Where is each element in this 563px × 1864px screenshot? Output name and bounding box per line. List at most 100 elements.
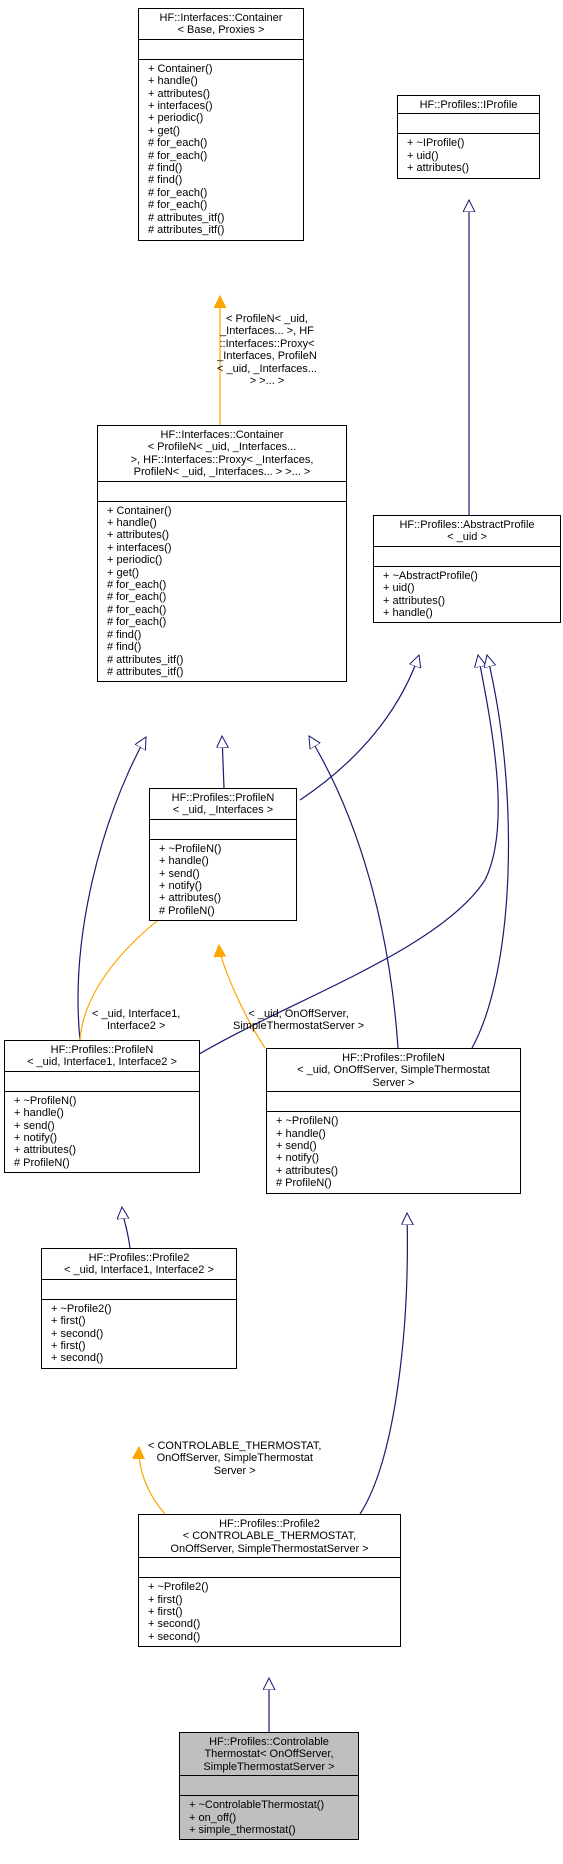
method: + send() [276,1140,317,1153]
edge-label-line: _Interfaces... >, HF [220,325,314,338]
class-name: HF::Profiles::Profile2 < _uid, Interface… [42,1249,236,1279]
class-name-line: Server > [372,1076,415,1089]
class-box-abstractprofile[interactable]: HF::Profiles::AbstractProfile < _uid > +… [373,515,561,624]
edge-profile2-thermo-template [139,1447,166,1515]
edge-label-line: < _uid, _Interfaces... [217,362,317,375]
method: + ~Profile2() [148,1581,209,1594]
class-box-profilen-i1i2[interactable]: HF::Profiles::ProfileN < _uid, Interface… [4,1040,200,1174]
edge-label-line: < _uid, OnOffServer, [248,1008,349,1020]
method: # for_each() [107,579,167,592]
methods-section: + ~ProfileN() + handle() + send() + noti… [5,1090,199,1172]
method: # ProfileN() [159,904,215,917]
edge-profilen-onoff-template [219,945,266,1049]
attributes-section [5,1070,199,1091]
edge-label-line: Interface2 > [106,1020,166,1033]
attributes-section [42,1278,236,1299]
class-box-profilen-onoff[interactable]: HF::Profiles::ProfileN < _uid, OnOffServ… [266,1048,521,1194]
method: # for_each() [107,603,167,616]
class-name-line: HF::Profiles::ProfileN [171,792,275,804]
method: # for_each() [107,591,167,604]
edge-profilen-onoff-abstractprofile [471,655,510,1049]
method: + periodic() [148,112,204,125]
method: # ProfileN() [14,1156,70,1169]
methods-section: + Container() + handle() + attributes() … [98,500,346,682]
method: + second() [51,1352,104,1365]
method: + notify() [14,1132,58,1145]
class-name: HF::Interfaces::Container < ProfileN< _u… [98,426,346,481]
method: + attributes() [407,162,470,175]
method: + notify() [159,880,203,893]
class-name-line: < _uid, OnOffServer, SimpleThermostat [297,1064,490,1077]
class-box-iprofile[interactable]: HF::Profiles::IProfile + ~IProfile() + u… [397,95,540,179]
class-name: HF::Profiles::Controlable Thermostat< On… [180,1733,358,1775]
method: + ~AbstractProfile() [383,569,478,582]
method: + attributes() [14,1144,77,1157]
class-box-profile2-thermo[interactable]: HF::Profiles::Profile2 < CONTROLABLE_THE… [138,1514,401,1648]
class-box-controlable-thermostat[interactable]: HF::Profiles::Controlable Thermostat< On… [179,1732,359,1841]
method: # attributes_itf() [107,653,184,666]
method: + send() [159,867,200,880]
method: + uid() [407,149,439,162]
method: + Container() [148,62,213,75]
method: # for_each() [148,199,208,212]
class-box-container-profilen[interactable]: HF::Interfaces::Container < ProfileN< _u… [97,425,347,683]
method: + handle() [107,517,157,530]
attributes-section [98,480,346,501]
method: + notify() [276,1152,320,1165]
method: + first() [51,1315,86,1328]
method: + get() [107,566,140,579]
method: + handle() [276,1127,326,1140]
method: + first() [148,1593,183,1606]
edge-label-container-template: < ProfileN< _uid, _Interfaces... >, HF :… [217,313,317,387]
class-name-line: < ProfileN< _uid, _Interfaces... [147,441,297,454]
class-name: HF::Profiles::AbstractProfile < _uid > [374,516,560,546]
attributes-section [267,1091,520,1111]
method: + second() [148,1618,201,1631]
methods-section: + ~ProfileN() + handle() + send() + noti… [150,838,296,920]
class-name: HF::Profiles::ProfileN < _uid, _Interfac… [150,789,296,819]
class-name-line: HF::Interfaces::Container [160,429,284,441]
edge-label-line: ::Interfaces::Proxy< [219,337,315,350]
method: + attributes() [107,529,170,542]
method: + first() [51,1340,86,1353]
class-name-line: HF::Profiles::AbstractProfile [399,519,535,531]
edge-label-profile2-thermo: < CONTROLABLE_THERMOSTAT, OnOffServer, S… [148,1440,322,1477]
class-box-profilen-generic[interactable]: HF::Profiles::ProfileN < _uid, _Interfac… [149,788,297,922]
method: + ~ProfileN() [276,1115,339,1128]
methods-section: + Container() + handle() + attributes() … [139,58,303,240]
method: + interfaces() [107,541,172,554]
method: + simple_thermostat() [189,1824,296,1837]
method: # find() [107,628,142,641]
class-name: HF::Interfaces::Container < Base, Proxie… [139,9,303,39]
class-name-line: HF::Profiles::Profile2 [219,1518,320,1530]
edge-profilen-i1i2-abstractprofile [195,655,499,1057]
method: # for_each() [148,137,208,150]
class-name-line: HF::Profiles::ProfileN [50,1044,154,1056]
methods-section: + ~AbstractProfile() + uid() + attribute… [374,565,560,623]
class-name-line: HF::Profiles::IProfile [419,99,518,111]
methods-section: + ~Profile2() + first() + second() + fir… [42,1298,236,1368]
class-box-container-base[interactable]: HF::Interfaces::Container < Base, Proxie… [138,8,304,241]
class-box-profile2-i1i2[interactable]: HF::Profiles::Profile2 < _uid, Interface… [41,1248,237,1369]
methods-section: + ~ControlableThermostat() + on_off() + … [180,1795,358,1839]
methods-section: + ~IProfile() + uid() + attributes() [398,133,539,177]
method: # find() [107,641,142,654]
method: + handle() [383,607,433,620]
edge-label-line: < _uid, Interface1, [92,1008,181,1020]
method: + uid() [383,582,415,595]
class-name-line: < CONTROLABLE_THERMOSTAT, [182,1530,357,1543]
edge-label-line: OnOffServer, SimpleThermostat [156,1452,313,1465]
edge-profilen-container [222,736,224,789]
class-name-line: OnOffServer, SimpleThermostatServer > [170,1542,369,1555]
edge-profile2-i1i2-profilen [122,1207,131,1249]
class-name-line: ProfileN< _uid, _Interfaces... > >... > [133,466,311,479]
attributes-section [180,1775,358,1795]
edge-label-line: SimpleThermostatServer > [233,1020,365,1033]
class-name-line: >, HF::Interfaces::Proxy< _Interfaces, [130,453,314,466]
method: + second() [51,1327,104,1340]
class-name: HF::Profiles::ProfileN < _uid, Interface… [5,1041,199,1071]
method: + ~ProfileN() [159,842,222,855]
method: + get() [148,124,181,137]
attributes-section [150,818,296,839]
